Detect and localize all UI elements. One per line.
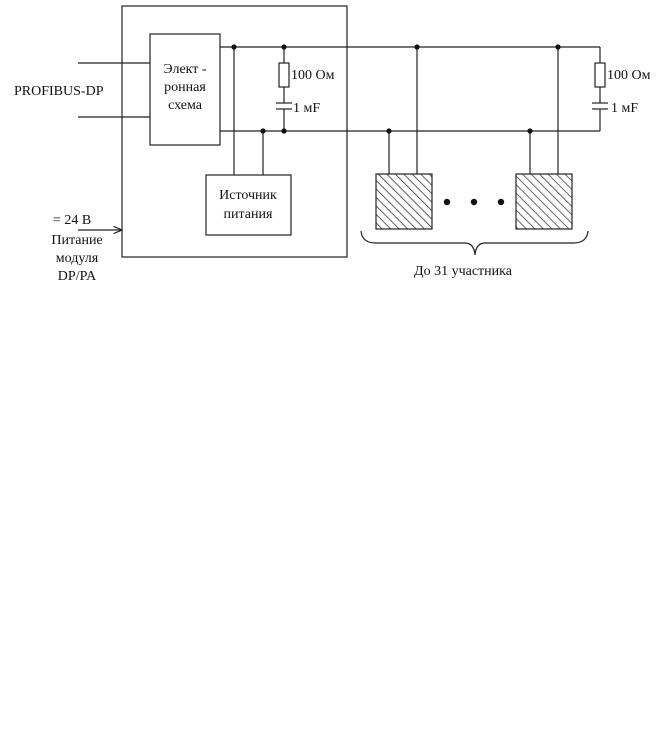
left-resistor — [278, 62, 290, 88]
supply-label-2: модуля — [56, 251, 99, 266]
junction-dot — [231, 44, 237, 50]
supply-label-1: Питание — [51, 233, 102, 248]
participant-1-device — [375, 173, 433, 230]
junction-dot — [555, 44, 561, 50]
right-capacitor-label: 1 мF — [611, 101, 638, 116]
electronics-block — [149, 33, 221, 146]
profibus-label: PROFIBUS-DP — [14, 84, 104, 99]
electronics-label-3: схема — [168, 98, 203, 113]
power-source-label-2: питания — [224, 207, 273, 222]
junction-dot — [527, 128, 533, 134]
power-source-label-1: Источник — [219, 188, 277, 203]
left-capacitor-label: 1 мF — [293, 101, 320, 116]
electronics-label-1: Элект - — [163, 62, 206, 77]
power-source-block — [205, 174, 292, 236]
participant-n-device — [515, 173, 573, 230]
supply-label-3: DP/PA — [58, 269, 97, 284]
right-resistor — [594, 62, 606, 88]
ellipsis-dot-2 — [470, 198, 478, 206]
junction-dot — [414, 44, 420, 50]
junction-dot — [281, 128, 287, 134]
junction-dot — [281, 44, 287, 50]
junction-dot — [386, 128, 392, 134]
right-resistor-label: 100 Ом — [607, 68, 651, 83]
electronics-label-2: ронная — [164, 80, 206, 95]
participants-label: До 31 участника — [414, 264, 513, 279]
ellipsis-dot-3 — [497, 198, 505, 206]
participants-brace — [360, 230, 589, 256]
junction-dot — [260, 128, 266, 134]
ellipsis-dot-1 — [443, 198, 451, 206]
supply-voltage-label: = 24 В — [53, 213, 91, 228]
left-resistor-label: 100 Ом — [291, 68, 335, 83]
